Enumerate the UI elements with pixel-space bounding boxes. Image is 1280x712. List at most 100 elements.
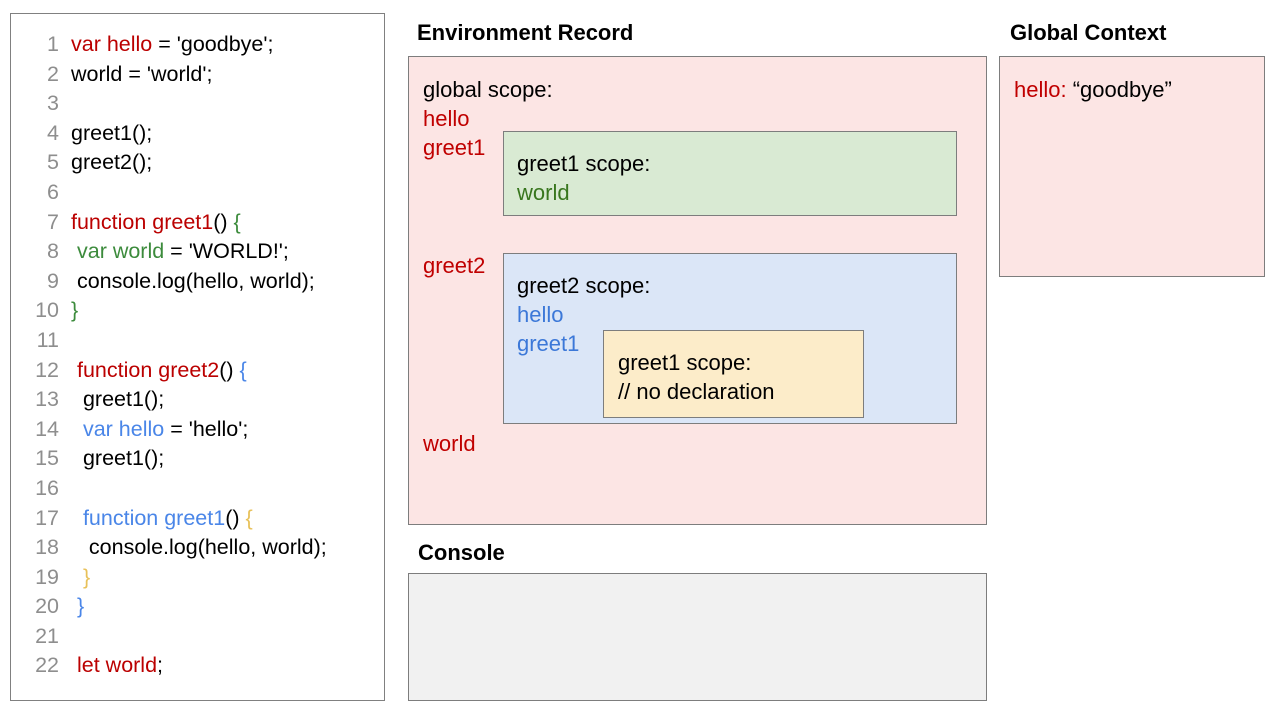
greet1-scope-var-world: world <box>517 180 570 205</box>
global-context-entry: hello: “goodbye” <box>1014 75 1172 104</box>
code-line[interactable]: 9 console.log(hello, world); <box>11 267 384 297</box>
code-line[interactable]: 14 var hello = 'hello'; <box>11 415 384 445</box>
global-scope-var-world: world <box>423 431 476 456</box>
code-token: () <box>219 357 240 382</box>
code-line[interactable]: 13 greet1(); <box>11 385 384 415</box>
greet2-scope-var-hello: hello <box>517 302 564 327</box>
code-token: } <box>82 564 91 589</box>
code-token: function greet1 <box>71 209 214 234</box>
code-line-number: 20 <box>35 594 59 619</box>
code-line-text: var hello = 'hello'; <box>59 415 248 445</box>
code-line-text: greet1(); <box>59 444 164 474</box>
console-title: Console <box>418 540 505 565</box>
code-line[interactable]: 11 <box>11 326 384 356</box>
global-scope-var-hello: hello <box>423 106 470 131</box>
code-line-number: 12 <box>35 357 59 382</box>
code-token: } <box>71 298 79 323</box>
environment-record-title: Environment Record <box>417 20 634 45</box>
code-line-number: 9 <box>47 268 59 293</box>
code-token <box>71 417 83 441</box>
greet1-inner-scope-note: // no declaration <box>618 379 775 404</box>
code-line-number: 7 <box>47 209 59 234</box>
code-token: greet1(); <box>71 120 153 145</box>
code-line-text: var hello = 'goodbye'; <box>59 30 273 60</box>
code-line[interactable]: 16 <box>11 474 384 504</box>
global-context-entry-value: “goodbye” <box>1066 77 1172 102</box>
code-token: var hello <box>82 416 165 441</box>
code-token: { <box>233 209 241 234</box>
code-line[interactable]: 6 <box>11 178 384 208</box>
code-line-text: greet1(); <box>59 385 164 415</box>
code-token: greet1(); <box>71 446 165 471</box>
code-line[interactable]: 20 } <box>11 592 384 622</box>
code-line-text: let world; <box>59 651 163 681</box>
code-line-text: console.log(hello, world); <box>59 267 315 297</box>
code-line-number: 4 <box>47 120 59 145</box>
code-line[interactable]: 4 greet1(); <box>11 119 384 149</box>
code-line[interactable]: 17 function greet1() { <box>11 504 384 534</box>
code-line[interactable]: 19 } <box>11 563 384 593</box>
code-token: } <box>76 594 85 619</box>
greet1-scope-heading: greet1 scope: <box>517 151 651 176</box>
code-line-text: function greet2() { <box>59 356 247 386</box>
code-line[interactable]: 18 console.log(hello, world); <box>11 533 384 563</box>
code-token <box>71 506 83 530</box>
code-line[interactable]: 22 let world; <box>11 651 384 681</box>
code-token: var hello <box>71 32 153 56</box>
code-line-number: 13 <box>35 387 59 412</box>
greet1-scope-box: greet1 scope: world <box>503 131 957 216</box>
code-line[interactable]: 21 <box>11 622 384 652</box>
global-scope-var-greet2: greet2 <box>423 253 486 278</box>
environment-record-box: global scope: hello greet1 greet2 world … <box>408 56 987 525</box>
code-token: let world <box>76 653 158 678</box>
code-line-number: 8 <box>47 239 59 264</box>
greet2-scope-box: greet2 scope: hello greet1 greet1 scope:… <box>503 253 957 424</box>
code-token: console.log(hello, world); <box>71 268 315 293</box>
code-token: { <box>245 505 253 530</box>
code-line-number: 17 <box>35 505 59 530</box>
code-line[interactable]: 10} <box>11 296 384 326</box>
code-line-text: greet2(); <box>59 148 152 178</box>
greet2-scope-var-greet1: greet1 <box>517 331 580 356</box>
global-scope-heading: global scope: <box>423 77 553 102</box>
code-line[interactable]: 12 function greet2() { <box>11 356 384 386</box>
code-line-text: } <box>59 592 84 622</box>
code-token: greet2(); <box>71 150 153 175</box>
code-line-text: console.log(hello, world); <box>59 533 327 563</box>
code-line-text: greet1(); <box>59 119 152 149</box>
global-context-box: hello: “goodbye” <box>999 56 1265 277</box>
code-line-text: } <box>59 296 78 326</box>
code-line-number: 15 <box>35 446 59 471</box>
code-token: ; <box>157 653 164 678</box>
code-token: greet1(); <box>71 387 165 412</box>
code-line[interactable]: 8 var world = 'WORLD!'; <box>11 237 384 267</box>
code-line-number: 11 <box>36 327 59 352</box>
code-line-number: 19 <box>35 564 59 589</box>
code-token: = 'goodbye'; <box>152 32 274 56</box>
code-token: function greet1 <box>82 505 226 530</box>
code-line-number: 18 <box>35 535 59 560</box>
code-token: function greet2 <box>76 357 220 382</box>
code-token: { <box>239 357 247 382</box>
code-line-text: function greet1() { <box>59 504 253 534</box>
code-line[interactable]: 15 greet1(); <box>11 444 384 474</box>
code-line-text: function greet1() { <box>59 208 241 238</box>
code-token: () <box>213 209 234 234</box>
code-token: = 'hello'; <box>164 416 249 441</box>
code-line-number: 21 <box>35 623 59 648</box>
console-box[interactable] <box>408 573 987 701</box>
code-token: world = 'world'; <box>71 61 213 86</box>
code-line-number: 16 <box>35 475 59 500</box>
code-line-number: 1 <box>47 32 59 56</box>
code-line[interactable]: 3 <box>11 89 384 119</box>
global-context-title: Global Context <box>1010 20 1167 45</box>
global-scope-var-greet1: greet1 <box>423 135 486 160</box>
code-token: = 'WORLD!'; <box>164 239 289 264</box>
